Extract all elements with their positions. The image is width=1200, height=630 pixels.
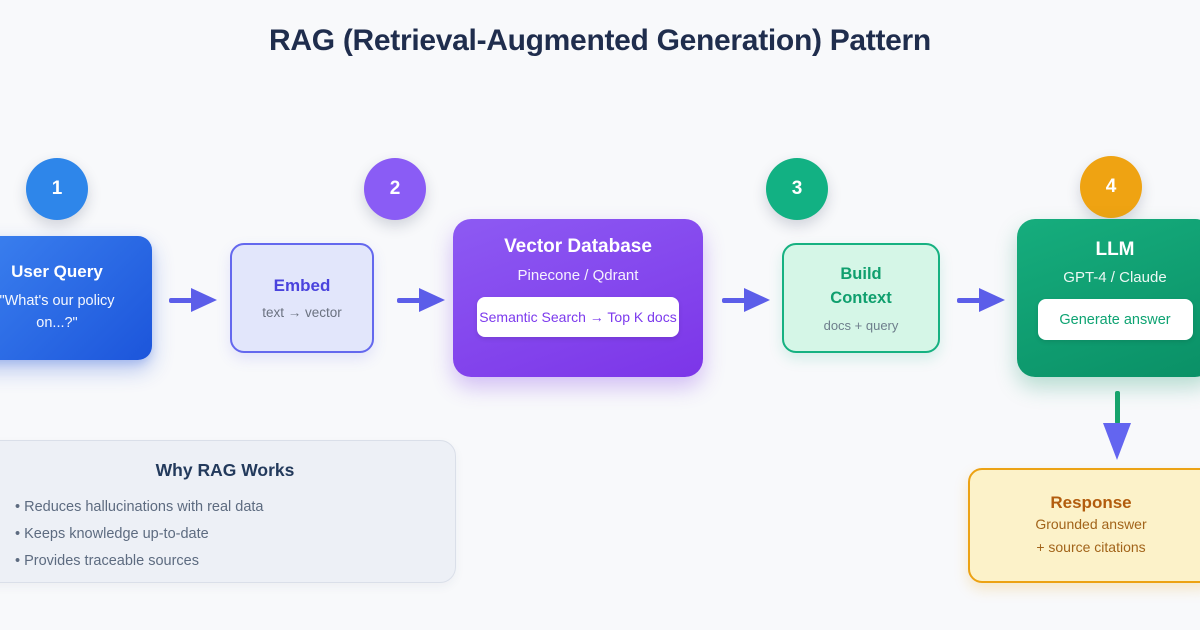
flow-arrow-down-icon bbox=[1103, 423, 1131, 460]
why-bullet-3: • Provides traceable sources bbox=[15, 553, 199, 569]
arrow-shaft bbox=[397, 298, 422, 303]
build-context-node: Build Context docs + query bbox=[782, 243, 940, 353]
embed-node: Embed text → vector bbox=[230, 243, 374, 353]
vector-database-title: Vector Database bbox=[504, 236, 652, 257]
vector-database-subtitle: Pinecone / Qdrant bbox=[517, 267, 639, 284]
response-subtitle-line2: + source citations bbox=[1036, 538, 1146, 555]
user-query-title: User Query bbox=[11, 261, 103, 281]
arrow-shaft bbox=[957, 298, 982, 303]
flow-arrow-right-icon-1 bbox=[169, 288, 217, 312]
arrow-head bbox=[744, 288, 770, 312]
build-context-subtitle: docs + query bbox=[823, 317, 899, 333]
response-subtitle-line1: Grounded answer bbox=[1035, 516, 1147, 533]
page-title: RAG (Retrieval-Augmented Generation) Pat… bbox=[269, 24, 931, 57]
response-node: Response Grounded answer + source citati… bbox=[968, 468, 1200, 583]
llm-node: LLM GPT-4 / Claude Generate answer bbox=[1017, 219, 1200, 377]
semantic-search-badge: Semantic Search → Top K docs bbox=[477, 297, 679, 337]
generate-answer-badge: Generate answer bbox=[1037, 299, 1193, 340]
step-badge-4: 4 bbox=[1080, 156, 1142, 218]
user-query-node: User Query "What's our policy on...?" bbox=[0, 236, 152, 360]
flow-arrow-down-shaft bbox=[1115, 391, 1120, 424]
arrow-head bbox=[191, 288, 217, 312]
arrow-shaft bbox=[722, 298, 747, 303]
llm-title: LLM bbox=[1095, 239, 1135, 260]
embed-subtitle: text → vector bbox=[262, 305, 342, 320]
embed-title: Embed bbox=[273, 276, 331, 295]
llm-subtitle: GPT-4 / Claude bbox=[1063, 269, 1167, 286]
vector-database-node: Vector Database Pinecone / Qdrant Semant… bbox=[453, 219, 703, 377]
arrow-head bbox=[979, 288, 1005, 312]
build-context-title: Build Context bbox=[830, 265, 892, 307]
arrow-shaft bbox=[169, 298, 194, 303]
why-rag-works-panel: Why RAG Works • Reduces hallucinations w… bbox=[0, 440, 456, 583]
step-badge-1: 1 bbox=[26, 158, 88, 220]
response-title: Response bbox=[1050, 493, 1132, 513]
arrow-head bbox=[419, 288, 445, 312]
user-query-subtitle: "What's our policy on...?" bbox=[0, 292, 115, 331]
why-bullet-1: • Reduces hallucinations with real data bbox=[15, 499, 264, 515]
why-rag-works-title: Why RAG Works bbox=[155, 460, 295, 480]
step-badge-2: 2 bbox=[364, 158, 426, 220]
step-badge-3: 3 bbox=[766, 158, 828, 220]
why-bullet-2: • Keeps knowledge up-to-date bbox=[15, 526, 209, 542]
flow-arrow-right-icon-4 bbox=[957, 288, 1005, 312]
flow-arrow-right-icon-2 bbox=[397, 288, 445, 312]
flow-arrow-right-icon-3 bbox=[722, 288, 770, 312]
